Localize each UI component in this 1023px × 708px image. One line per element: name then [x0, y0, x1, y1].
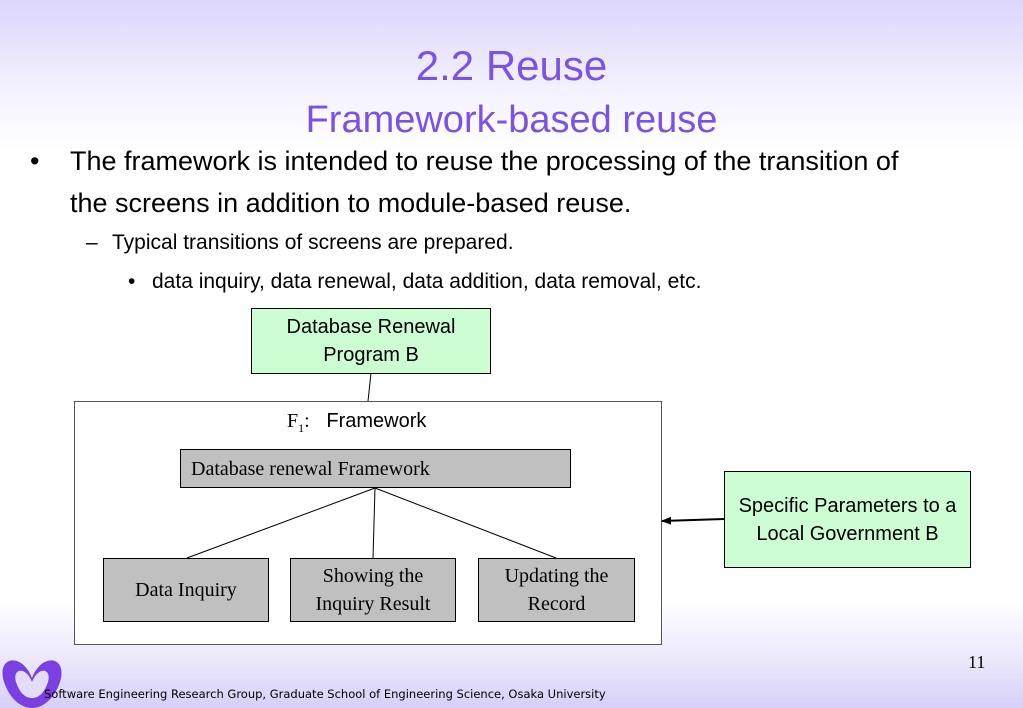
framework-subscript: 1 — [298, 421, 305, 435]
footer-text: Software Engineering Research Group, Gra… — [44, 687, 606, 701]
program-to-framework-line — [367, 372, 372, 402]
root-to-updating-line — [374, 487, 557, 559]
bullet-text: The framework is intended to reuse the p… — [70, 146, 899, 218]
child-box-showing-result: Showing the Inquiry Result — [290, 558, 456, 622]
bullet-text: data inquiry, data renewal, data additio… — [152, 270, 702, 293]
child-box-updating-record: Updating the Record — [478, 558, 635, 622]
dash-marker: – — [86, 231, 98, 254]
parameters-arrow — [661, 516, 725, 525]
slide-subtitle: Framework-based reuse — [305, 99, 718, 141]
framework-label-text: Framework — [326, 410, 427, 432]
root-to-showing-line — [372, 487, 376, 559]
framework-separator: : — [304, 410, 310, 432]
framework-label: F1: Framework — [287, 408, 426, 441]
program-box: Database Renewal Program B — [251, 308, 491, 374]
root-to-data-inquiry-line — [186, 487, 376, 559]
framework-symbol: F — [287, 410, 299, 432]
bullet-text: Typical transitions of screens are prepa… — [112, 231, 514, 254]
child-box-data-inquiry: Data Inquiry — [103, 558, 269, 622]
slide-title: 2.2 Reuse — [415, 42, 608, 89]
framework-root-box: Database renewal Framework — [180, 449, 571, 488]
osaka-university-icho-logo — [2, 660, 62, 708]
page-number: 11 — [968, 652, 986, 672]
bullet-marker: • — [30, 146, 40, 176]
parameters-box: Specific Parameters to a Local Governmen… — [724, 471, 971, 568]
bullet-marker: • — [128, 270, 136, 293]
